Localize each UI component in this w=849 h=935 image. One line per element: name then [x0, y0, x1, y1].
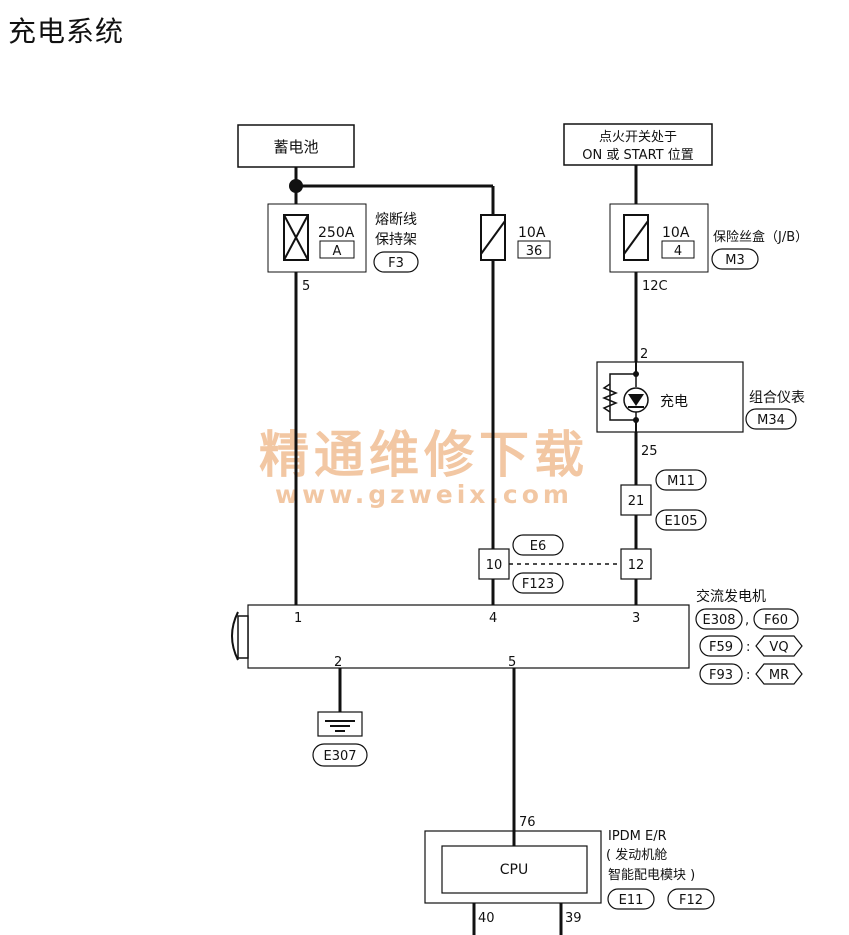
connector-21-box	[620, 484, 652, 516]
ipdm-label-3: 智能配电模块 )	[608, 868, 695, 883]
battery-box	[237, 124, 355, 168]
connector-e11-label: E11	[619, 893, 644, 908]
connector-f123-label: F123	[522, 577, 554, 592]
connector-e307-label: E307	[323, 749, 356, 764]
variant-tag-mr	[755, 663, 803, 685]
alternator-pin-2: 2	[334, 655, 342, 670]
alternator-pulley-icon	[237, 615, 249, 659]
watermark-url: www.gzweix.com	[275, 480, 573, 509]
alternator-label: 交流发电机	[696, 588, 766, 605]
connector-tag-f60	[753, 608, 799, 630]
connector-tag-e11	[607, 888, 655, 910]
alternator-pin-5: 5	[508, 655, 516, 670]
variant-mr-label: MR	[769, 668, 789, 683]
fuse-36-slot-box	[517, 240, 551, 259]
connector-tag-f12	[667, 888, 715, 910]
connector-tag-f3	[373, 251, 419, 273]
alternator-pin-4: 4	[489, 611, 497, 626]
variant-vq-label: VQ	[769, 640, 788, 655]
connector-10-box	[478, 548, 510, 580]
ground-icon	[317, 711, 363, 737]
cpu-label: CPU	[500, 862, 528, 878]
resistor-icon	[602, 383, 618, 413]
connector-f12-label: F12	[679, 893, 703, 908]
connector-tag-m34	[745, 408, 797, 430]
fusible-link-label-2: 保持架	[375, 232, 417, 248]
fuse-36-slot: 36	[526, 244, 543, 259]
pin-12c-label: 12C	[642, 279, 668, 294]
alternator-pin-3: 3	[632, 611, 640, 626]
fusible-link-label-1: 熔断线	[375, 212, 417, 228]
fuse-4-slot: 4	[674, 244, 682, 259]
connector-f3-label: F3	[388, 256, 404, 271]
fusible-link-slot-box	[319, 240, 355, 259]
alternator-separator: ,	[745, 613, 749, 628]
connector-f60-label: F60	[764, 613, 788, 628]
connector-f59-label: F59	[709, 640, 733, 655]
alternator-box	[247, 604, 690, 669]
ipdm-pin-39: 39	[565, 911, 582, 926]
meter-pin-out: 25	[641, 444, 658, 459]
charge-lamp-label: 充电	[660, 394, 688, 410]
watermark-text: 精通维修下载	[259, 426, 589, 484]
connector-m34-label: M34	[757, 413, 785, 428]
fusible-link-slot: A	[333, 244, 342, 259]
connector-tag-e308	[695, 608, 743, 630]
ignition-box	[563, 123, 713, 166]
pin-5-label: 5	[302, 279, 310, 294]
connector-tag-m11	[655, 469, 707, 491]
connector-tag-f123	[512, 572, 564, 594]
connector-e105-label: E105	[664, 514, 697, 529]
connector-f93-label: F93	[709, 668, 733, 683]
fuse-4-rating: 10A	[662, 225, 690, 241]
connector-12-box	[620, 548, 652, 580]
ignition-line1: 点火开关处于	[599, 130, 677, 145]
fuse-36-rating: 10A	[518, 225, 546, 241]
ignition-line2: ON 或 START 位置	[582, 148, 693, 163]
variant-separator-mr: :	[746, 668, 750, 683]
ipdm-label-1: IPDM E/R	[608, 829, 667, 844]
fuse-block-label: 保险丝盒（J/B）	[713, 229, 808, 245]
fusible-link-rating: 250A	[318, 225, 355, 241]
connector-e308-label: E308	[702, 613, 735, 628]
battery-label: 蓄电池	[273, 138, 318, 156]
fuse-4-slot-box	[661, 240, 695, 259]
connector-tag-m3	[711, 248, 759, 270]
alternator-pin-1: 1	[294, 611, 302, 626]
meter-pin-in: 2	[640, 347, 648, 362]
connector-10-pin: 10	[486, 558, 503, 573]
variant-separator-vq: :	[746, 640, 750, 655]
connector-21-pin: 21	[628, 494, 645, 509]
connector-tag-f93	[699, 663, 743, 685]
connector-tag-e105	[655, 509, 707, 531]
page-title: 充电系统	[8, 15, 125, 48]
connector-tag-f59	[699, 635, 743, 657]
connector-e6-label: E6	[530, 539, 547, 554]
connector-tag-e307	[312, 743, 368, 767]
wires	[294, 165, 638, 935]
connector-12-pin: 12	[628, 558, 645, 573]
connector-m3-label: M3	[725, 253, 745, 268]
connector-m11-label: M11	[667, 474, 695, 489]
splice-dot	[289, 179, 303, 193]
ipdm-pin-76: 76	[519, 815, 536, 830]
combination-meter-label: 组合仪表	[749, 390, 805, 406]
ipdm-pin-40: 40	[478, 911, 495, 926]
variant-tag-vq	[755, 635, 803, 657]
connector-tag-e6	[512, 534, 564, 556]
ipdm-label-2: ( 发动机舱	[606, 847, 667, 863]
